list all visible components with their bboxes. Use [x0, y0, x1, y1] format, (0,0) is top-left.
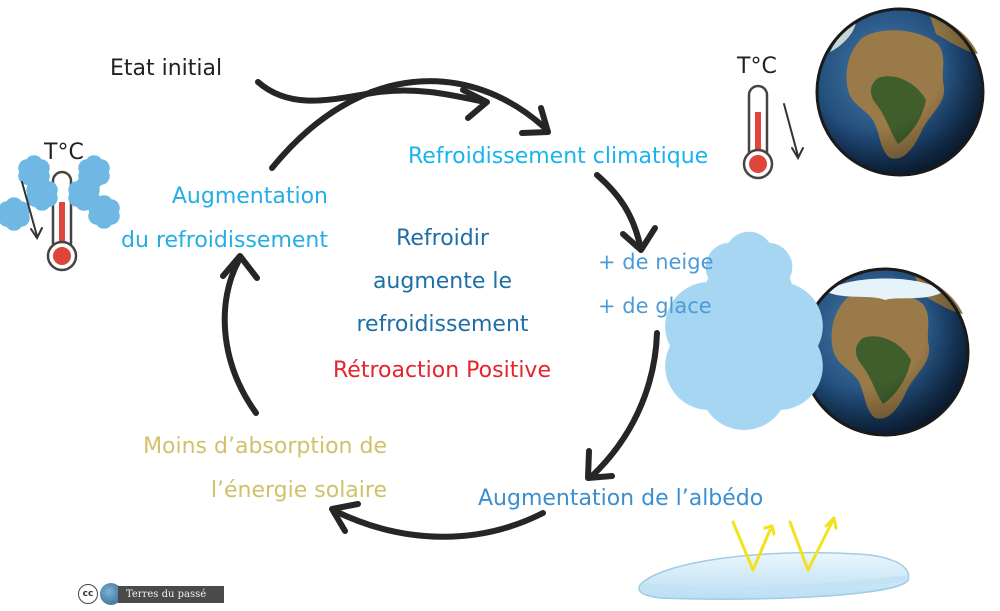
ice-cap — [827, 278, 943, 300]
creative-commons-icon: cc — [78, 584, 98, 604]
center-line2: augmente le — [372, 269, 513, 294]
earth-globe-icon — [815, 7, 985, 177]
arrow-top-arc-head — [519, 105, 551, 136]
arrow-left — [221, 259, 259, 416]
credit-globe-icon — [100, 583, 122, 605]
node-snow: + de neige — [598, 250, 714, 274]
node-albedo: Augmentation de l’albédo — [478, 486, 764, 511]
thermometer-icon — [742, 84, 774, 180]
sun-ray-reflection-icon — [731, 516, 838, 572]
snowflake-branches — [710, 314, 778, 378]
node-increase-line1: Augmentation — [171, 184, 328, 209]
node-absorption-line1: Moins d’absorption de — [143, 434, 387, 459]
credit-badge: cc Terres du passé — [78, 583, 225, 605]
start-label: Etat initial — [110, 56, 223, 81]
arrow-right-upper — [594, 172, 643, 248]
ice-sheet-icon — [638, 551, 910, 600]
arrow-right-upper-head — [620, 225, 658, 253]
arrow-right-lower-head — [585, 448, 615, 481]
center-line1: Refroidir — [396, 226, 489, 251]
node-absorption-line2: l’énergie solaire — [210, 478, 387, 503]
node-ice: + de glace — [598, 294, 712, 318]
thermometer-label-left: T°C — [44, 140, 84, 165]
down-arrow-left — [21, 181, 43, 240]
arrow-top-arc — [269, 78, 548, 171]
down-arrow-right — [783, 103, 804, 161]
arrow-left-head — [220, 253, 260, 281]
thermometer-label-right: T°C — [737, 54, 777, 79]
arrow-right-lower — [589, 330, 660, 479]
center-line3: refroidissement — [356, 312, 529, 337]
cycle-arrows — [220, 78, 660, 540]
arrow-bottom-head — [329, 501, 361, 534]
node-cooling: Refroidissement climatique — [408, 144, 709, 169]
node-increase-line2: du refroidissement — [121, 228, 328, 253]
arrow-bottom — [332, 508, 546, 540]
credit-source: Terres du passé — [118, 585, 225, 603]
earth-globe-icon — [800, 267, 970, 437]
center-feedback: Rétroaction Positive — [332, 358, 551, 383]
start-arrowhead — [460, 87, 490, 121]
